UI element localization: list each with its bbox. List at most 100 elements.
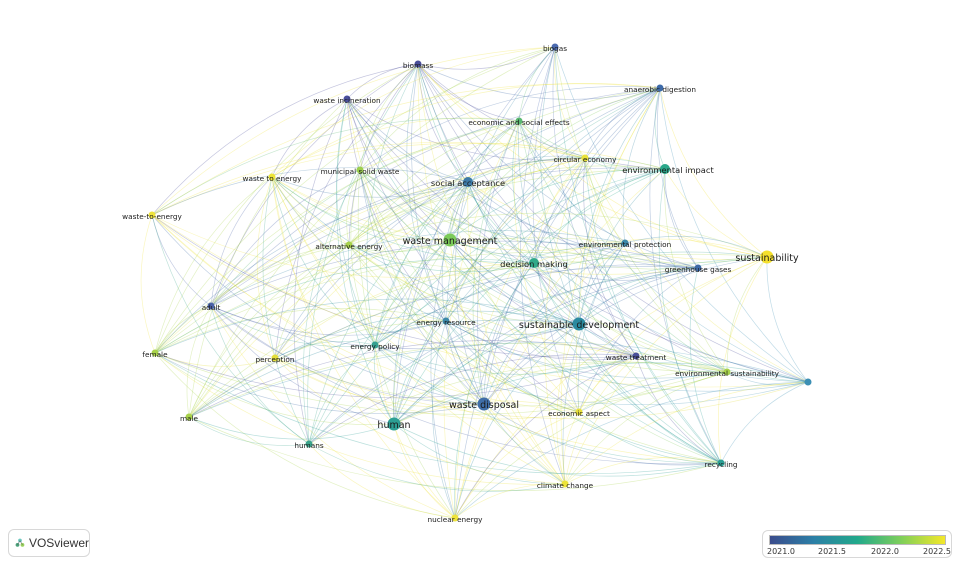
node-label-female[interactable]: female (142, 350, 168, 359)
node-label-waste-to-energy[interactable]: waste to energy (243, 174, 303, 183)
node-label-nuclear-energy[interactable]: nuclear energy (428, 515, 484, 524)
network-link (654, 87, 666, 170)
node-label-greenhouse-gases[interactable]: greenhouse gases (665, 265, 732, 274)
node-label-waste-management[interactable]: waste management (403, 236, 498, 247)
node-label-recycling[interactable]: recycling (705, 460, 738, 469)
node-economic-aspect[interactable] (575, 408, 583, 416)
node-alternative-energy[interactable] (345, 241, 353, 249)
network-link (346, 63, 419, 100)
network-link (188, 319, 580, 418)
node-label-circular-economy[interactable]: circular economy (554, 155, 617, 164)
node-waste-management[interactable] (443, 233, 457, 247)
node-waste-to-energy-h[interactable] (148, 211, 156, 219)
node-energy-resource[interactable] (442, 317, 450, 325)
node-label-economic-social[interactable]: economic and social effects (468, 118, 570, 127)
network-link (274, 157, 586, 359)
node-economic-social[interactable] (515, 117, 523, 125)
node-label-humans[interactable]: humans (294, 441, 323, 450)
network-link (154, 352, 728, 415)
node-label-alternative-energy[interactable]: alternative energy (315, 242, 383, 251)
network-link (445, 157, 586, 322)
node-waste-to-energy[interactable] (268, 173, 276, 181)
node-decision-making[interactable] (529, 258, 539, 268)
network-link (348, 87, 661, 246)
node-municipal-solid-waste[interactable] (356, 166, 364, 174)
node-social-acceptance[interactable] (463, 177, 473, 187)
node-sustainable-development[interactable] (572, 317, 586, 331)
network-link (583, 157, 637, 357)
network-link (374, 264, 699, 346)
node-label-social-acceptance[interactable]: social acceptance (431, 178, 505, 188)
node-label-economic-aspect[interactable]: economic aspect (548, 409, 610, 418)
node-label-adult[interactable]: adult (202, 303, 221, 312)
network-link (154, 168, 666, 354)
node-environmental-sustainability[interactable] (723, 368, 731, 376)
node-recycling[interactable] (717, 459, 725, 467)
network-link (348, 239, 451, 253)
network-link (417, 63, 809, 383)
overlay-color-legend: 2021.0 2021.5 2022.0 2022.5 (762, 530, 952, 558)
node-label-biomass[interactable]: biomass (403, 61, 434, 70)
node-environmental-protection[interactable] (621, 239, 629, 247)
node-biomass[interactable] (414, 60, 422, 68)
node-male[interactable] (185, 413, 193, 421)
network-link (308, 344, 376, 445)
node-climate-change[interactable] (561, 480, 569, 488)
node-label-waste-disposal[interactable]: waste disposal (449, 400, 519, 411)
node-human[interactable] (387, 417, 401, 431)
network-link (346, 98, 722, 464)
network-link (188, 416, 310, 446)
node-label-waste-to-energy-h[interactable]: waste-to-energy (122, 212, 182, 221)
legend-tick: 2021.0 (767, 547, 795, 556)
node-label-biogas[interactable]: biogas (543, 44, 567, 53)
node-waste-incineration[interactable] (343, 95, 351, 103)
node-environmental-impact[interactable] (660, 164, 670, 174)
node-label-anaerobic-digestion[interactable]: anaerobic digestion (624, 85, 696, 94)
network-link (154, 181, 469, 354)
node-label-energy-resource[interactable]: energy resource (416, 318, 476, 327)
node-label-environmental-sustainability[interactable]: environmental sustainability (675, 369, 780, 378)
node-perception[interactable] (271, 354, 279, 362)
node-waste-treatment[interactable] (632, 352, 640, 360)
network-link (271, 176, 485, 405)
network-link (210, 305, 310, 445)
node-label-decision-making[interactable]: decision making (500, 259, 568, 269)
node-label-climate-change[interactable]: climate change (537, 481, 594, 490)
network-link (717, 256, 768, 464)
network-link (154, 157, 586, 354)
node-humans[interactable] (305, 440, 313, 448)
network-link (454, 381, 809, 519)
node-greenhouse-gases[interactable] (694, 264, 702, 272)
node-label-energy-policy[interactable]: energy policy (350, 342, 400, 351)
node-label-waste-incineration[interactable]: waste incineration (313, 96, 380, 105)
node-female[interactable] (151, 349, 159, 357)
network-link (274, 310, 580, 359)
node-label-municipal-solid-waste[interactable]: municipal solid waste (321, 167, 400, 176)
node-label-waste-treatment[interactable]: waste treatment (606, 353, 667, 362)
network-link (467, 155, 586, 183)
node-anaerobic-digestion[interactable] (656, 84, 664, 92)
network-link (271, 176, 451, 241)
node-adult[interactable] (207, 302, 215, 310)
node-circular-economy[interactable] (581, 154, 589, 162)
node-sustainability[interactable] (760, 250, 774, 264)
node-waste-disposal[interactable] (477, 397, 491, 411)
network-link (154, 352, 276, 367)
node-label-environmental-protection[interactable]: environmental protection (579, 240, 672, 249)
node-label-sustainability[interactable]: sustainability (735, 253, 799, 264)
node-label-human[interactable]: human (377, 420, 410, 431)
node-nuclear-energy[interactable] (451, 514, 459, 522)
network-link (346, 98, 451, 241)
network-link (308, 443, 566, 492)
node-biogas[interactable] (551, 43, 559, 51)
node-label-perception[interactable]: perception (255, 355, 294, 364)
node-label-male[interactable]: male (180, 414, 199, 423)
node-energy-policy[interactable] (371, 341, 379, 349)
network-link (359, 169, 580, 325)
node-unlabeled[interactable] (804, 378, 812, 386)
network-link (556, 323, 580, 485)
node-label-environmental-impact[interactable]: environmental impact (622, 165, 714, 175)
node-label-sustainable-development[interactable]: sustainable development (519, 320, 639, 331)
network-link (472, 120, 520, 405)
